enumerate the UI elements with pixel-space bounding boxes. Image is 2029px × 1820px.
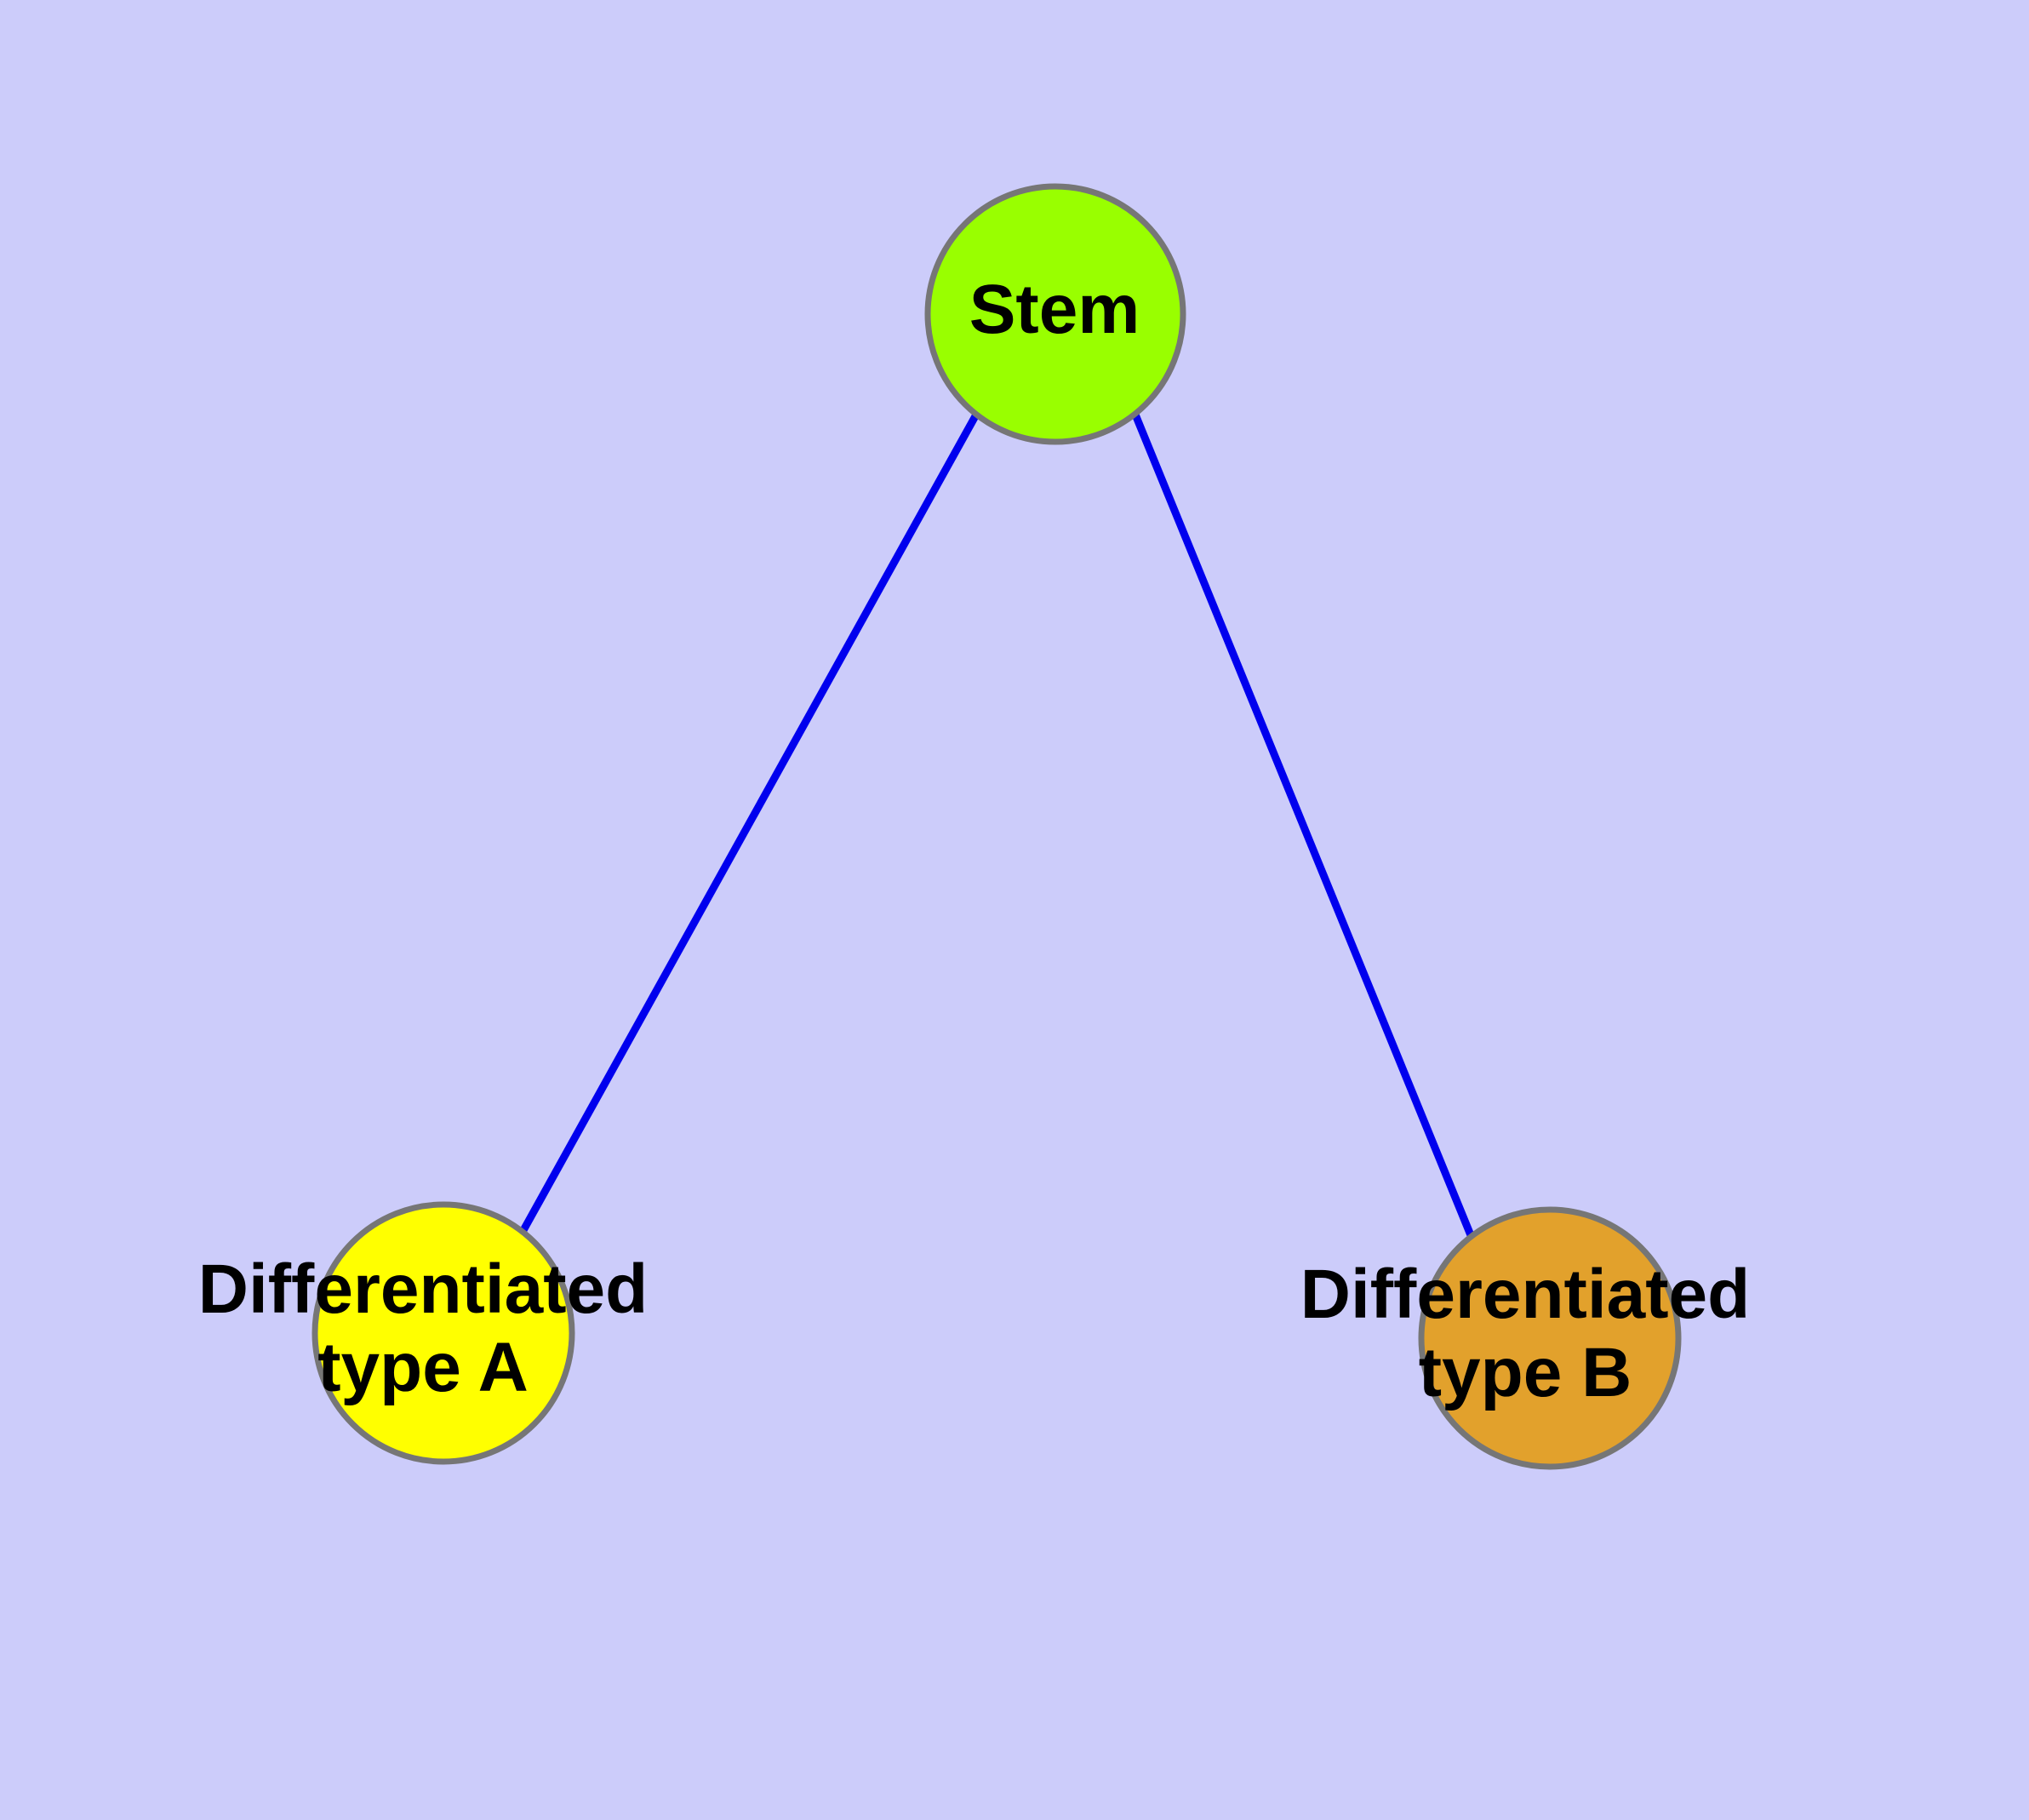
- node-diff-a[interactable]: [311, 1201, 575, 1465]
- node-diff-b[interactable]: [1418, 1206, 1682, 1470]
- node-label-line: Differentiated: [1300, 1256, 1751, 1333]
- node-circle-diff-a[interactable]: [311, 1201, 575, 1465]
- node-label-line: Differentiated: [198, 1251, 649, 1328]
- node-label-line: type B: [1419, 1334, 1632, 1411]
- node-label-stem: Stem: [969, 271, 1140, 348]
- node-label-line: type A: [317, 1329, 529, 1406]
- node-stem[interactable]: [924, 183, 1186, 445]
- node-circle-stem[interactable]: [924, 183, 1186, 445]
- node-label-line: Stem: [969, 271, 1140, 348]
- edge-stem-to-diff-b[interactable]: [1131, 413, 1475, 1237]
- edge-stem-to-diff-a[interactable]: [519, 412, 980, 1234]
- edges-layer: [519, 412, 1475, 1237]
- node-circle-diff-b[interactable]: [1418, 1206, 1682, 1470]
